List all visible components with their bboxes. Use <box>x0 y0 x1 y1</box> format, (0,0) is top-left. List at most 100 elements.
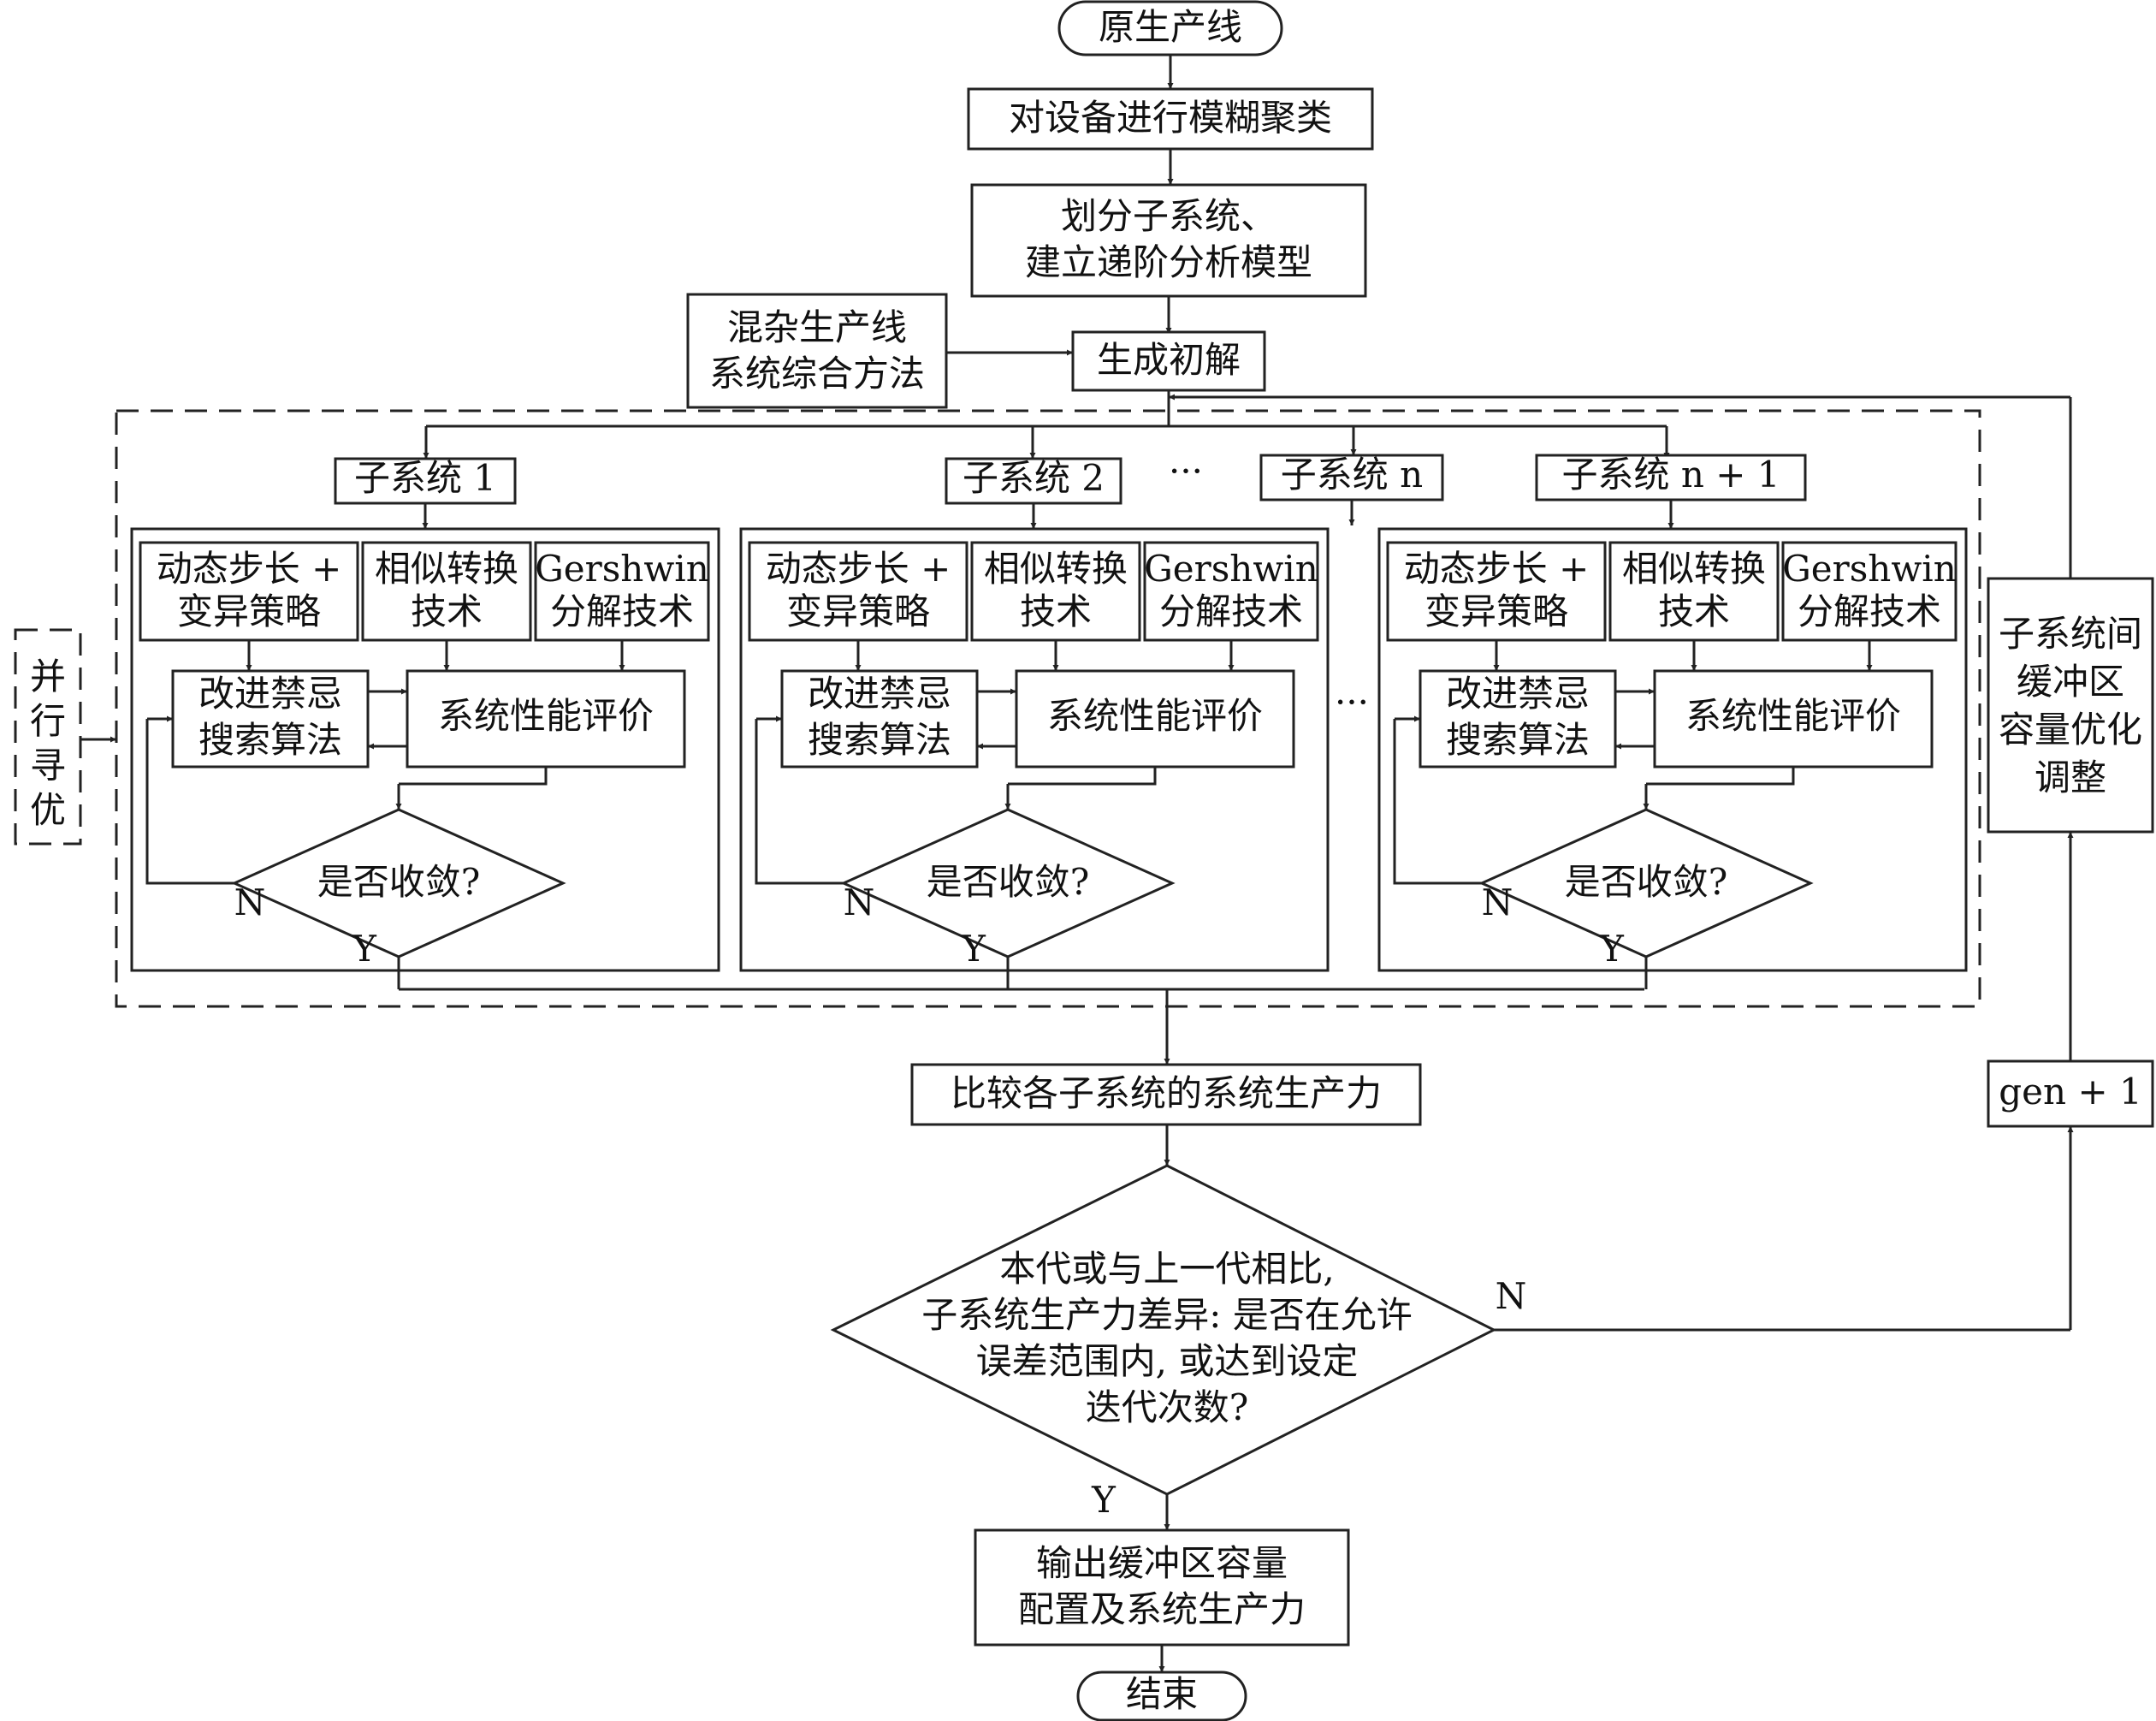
mutation-line1: 动态步长 + <box>1404 548 1590 590</box>
decision-line2: 子系统生产力差异: 是否在允许 <box>921 1294 1413 1336</box>
subsystem-n-title: 子系统 n <box>1259 454 1444 501</box>
mutation-strategy-box: 动态步长 + 变异策略 <box>139 541 359 642</box>
init-solution-box: 生成初解 <box>1071 330 1266 392</box>
subsystem-2-title-text: 子系统 2 <box>962 457 1105 499</box>
gershwin-decomposition-box: Gershwin 分解技术 <box>1143 541 1319 642</box>
parallel-search-box: 并 行 寻 优 <box>14 628 82 846</box>
gershwin-line1: Gershwin <box>1782 548 1957 590</box>
subsystem-n1-title-text: 子系统 n + 1 <box>1561 454 1780 496</box>
performance-eval-box: 系统性能评价 <box>1653 669 1934 769</box>
mutation-line1: 动态步长 + <box>157 548 342 590</box>
end-label: 结束 <box>1126 1673 1198 1715</box>
similar-line1: 相似转换 <box>1622 548 1766 590</box>
main-decision: 本代或与上一代相比, 子系统生产力差异: 是否在允许 误差范围内, 或达到设定 … <box>830 1164 1497 1496</box>
label-yes: Y <box>352 928 377 970</box>
divide-line2: 建立递阶分析模型 <box>1025 241 1312 283</box>
mutation-line1: 动态步长 + <box>766 548 951 590</box>
line-no-loop <box>1393 719 1482 885</box>
gershwin-line2: 分解技术 <box>1798 590 1941 632</box>
similarity-transform-box: 相似转换 技术 <box>970 541 1141 642</box>
start-terminal: 原生产线 <box>1057 0 1283 56</box>
eval-label: 系统性能评价 <box>438 695 654 737</box>
end-terminal: 结束 <box>1076 1671 1247 1721</box>
ellipsis-panels: ··· <box>1335 681 1369 723</box>
divide-line1: 划分子系统、 <box>1061 195 1276 237</box>
gen-label: gen + 1 <box>1999 1071 2141 1113</box>
cluster-label: 对设备进行模糊聚类 <box>1009 97 1332 139</box>
label-yes: Y <box>1599 928 1625 970</box>
hybrid-line1: 混杂生产线 <box>727 306 907 348</box>
tabu-search-box: 改进禁忌 搜索算法 <box>1419 669 1617 769</box>
converge-decision: 是否收敛? <box>231 808 566 958</box>
adjust-line2: 缓冲区 <box>2017 661 2124 703</box>
mutation-strategy-box: 动态步长 + 变异策略 <box>1386 541 1607 642</box>
gershwin-line1: Gershwin <box>535 548 709 590</box>
label-no: N <box>234 881 266 923</box>
label-no: N <box>1482 881 1513 923</box>
tabu-line2: 搜索算法 <box>1446 719 1590 761</box>
hybrid-line2: 系统综合方法 <box>709 353 925 395</box>
tabu-search-box: 改进禁忌 搜索算法 <box>780 669 979 769</box>
converge-decision: 是否收敛? <box>1478 808 1814 958</box>
similar-line2: 技术 <box>1658 590 1730 632</box>
tabu-line1: 改进禁忌 <box>198 673 342 715</box>
decision-yes-label: Y <box>1091 1479 1116 1521</box>
output-line1: 输出缓冲区容量 <box>1036 1542 1288 1584</box>
gershwin-decomposition-box: Gershwin 分解技术 <box>1781 541 1958 642</box>
decision-line3: 误差范围内, 或达到设定 <box>976 1340 1359 1382</box>
cluster-box: 对设备进行模糊聚类 <box>967 87 1374 151</box>
adjust-line1: 子系统间 <box>1999 613 2142 655</box>
parallel-optimization-region <box>115 409 1981 1008</box>
mutation-line2: 变异策略 <box>177 590 321 632</box>
similarity-transform-box: 相似转换 技术 <box>1608 541 1780 642</box>
parallel-char4: 优 <box>30 789 66 831</box>
subsystem-n1-title: 子系统 n + 1 <box>1535 454 1807 501</box>
tabu-line1: 改进禁忌 <box>1446 673 1590 715</box>
performance-eval-box: 系统性能评价 <box>1015 669 1295 769</box>
gershwin-line2: 分解技术 <box>550 590 694 632</box>
line-eval-down <box>1008 767 1157 786</box>
tabu-line2: 搜索算法 <box>808 719 951 761</box>
eval-label: 系统性能评价 <box>1685 695 1901 737</box>
subsystem-panel-n1: 动态步长 + 变异策略 相似转换 技术 Gershwin 分解技术 改进禁忌 搜… <box>1377 527 1968 989</box>
subsystem-panel-2: 动态步长 + 变异策略 相似转换 技术 Gershwin 分解技术 改进禁忌 搜… <box>739 527 1330 989</box>
subsystem-2-title: 子系统 2 <box>945 457 1122 505</box>
mutation-line2: 变异策略 <box>786 590 930 632</box>
converge-label: 是否收敛? <box>317 861 481 903</box>
converge-label: 是否收敛? <box>1565 861 1728 903</box>
mutation-line2: 变异策略 <box>1424 590 1568 632</box>
similar-line2: 技术 <box>411 590 483 632</box>
divide-box: 划分子系统、 建立递阶分析模型 <box>970 183 1367 298</box>
buffer-adjust-box: 子系统间 缓冲区 容量优化 调整 <box>1987 577 2154 834</box>
decision-line4: 迭代次数? <box>1086 1386 1249 1428</box>
gershwin-line1: Gershwin <box>1144 548 1318 590</box>
subsystem-n-title-text: 子系统 n <box>1281 454 1423 496</box>
ellipsis-titles: ··· <box>1169 450 1203 492</box>
similarity-transform-box: 相似转换 技术 <box>361 541 532 642</box>
subsystem-panel-1: 动态步长 + 变异策略 相似转换 技术 Gershwin 分解技术 改进禁忌 搜… <box>130 527 720 989</box>
parallel-char1: 并 <box>30 656 66 697</box>
gen-increment-box: gen + 1 <box>1987 1059 2154 1128</box>
gershwin-line2: 分解技术 <box>1159 590 1303 632</box>
line-no-loop <box>755 719 844 885</box>
performance-eval-box: 系统性能评价 <box>406 669 686 769</box>
line-no-loop <box>145 719 234 885</box>
compare-label: 比较各子系统的系统生产力 <box>951 1072 1382 1114</box>
tabu-line1: 改进禁忌 <box>808 673 951 715</box>
line-eval-down <box>1646 767 1795 786</box>
mutation-strategy-box: 动态步长 + 变异策略 <box>748 541 968 642</box>
subsystem-1-title-text: 子系统 1 <box>354 457 496 499</box>
eval-label: 系统性能评价 <box>1047 695 1263 737</box>
decision-line1: 本代或与上一代相比, <box>999 1248 1334 1290</box>
adjust-line3: 容量优化 <box>1999 709 2142 751</box>
hybrid-method-box: 混杂生产线 系统综合方法 <box>686 293 948 409</box>
label-no: N <box>844 881 875 923</box>
parallel-char2: 行 <box>30 700 66 742</box>
subsystem-1-title: 子系统 1 <box>334 457 517 505</box>
converge-decision: 是否收敛? <box>840 808 1176 958</box>
similar-line1: 相似转换 <box>984 548 1128 590</box>
gershwin-decomposition-box: Gershwin 分解技术 <box>534 541 710 642</box>
output-box: 输出缓冲区容量 配置及系统生产力 <box>974 1528 1350 1647</box>
